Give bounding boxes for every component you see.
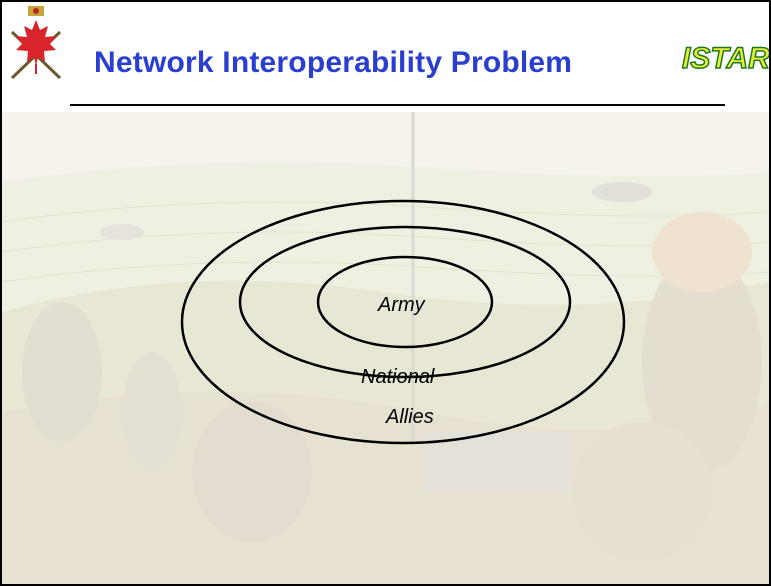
slide-title: Network Interoperability Problem	[94, 46, 573, 79]
army-label: Army	[377, 294, 426, 316]
istar-logo: ISTAR	[681, 41, 770, 76]
national-label: National	[361, 366, 435, 388]
allies-ring	[180, 199, 626, 445]
army-emblem-icon	[10, 6, 62, 80]
national-ring	[238, 225, 572, 379]
background-illustration	[2, 112, 769, 584]
title-divider	[70, 104, 725, 106]
allies-label: Allies	[385, 406, 434, 428]
army-ring	[316, 255, 494, 349]
